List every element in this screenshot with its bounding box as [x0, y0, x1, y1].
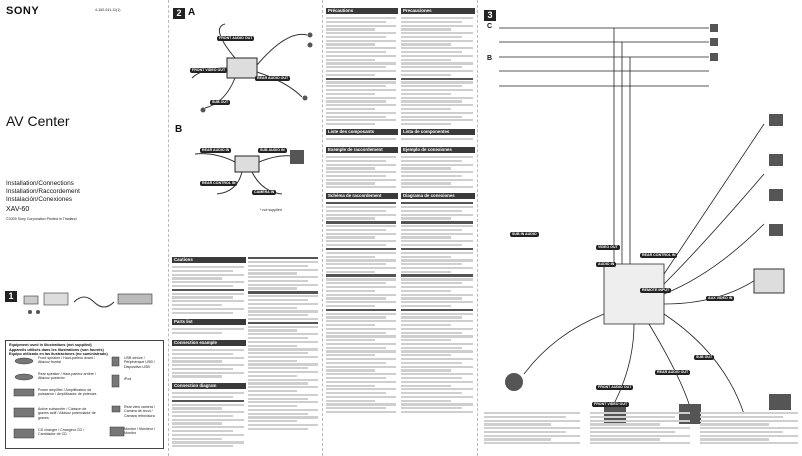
equipment-item: CD changer / Changeur CD / Cambiador de … — [38, 428, 85, 437]
fold-line — [322, 0, 323, 456]
label-front-video-out: FRONT VIDEO OUT — [190, 68, 228, 73]
connection-example-heading: Connection example — [172, 340, 246, 346]
section-2-number: 2 — [173, 8, 185, 19]
equipment-item: Front speaker / Haut-parleur avant / Alt… — [38, 356, 95, 365]
equipment-item: Active subwoofer / Caisson de graves act… — [38, 407, 96, 420]
label-rear-control-in: REAR CONTROL IN — [200, 181, 238, 186]
guide-title-es: Instalación/Conexiones — [6, 196, 73, 203]
connection-diagram-text — [172, 392, 244, 449]
equipment-item: Power amplifier / Amplificateur de puiss… — [38, 388, 97, 397]
guide-title-en: Installation/Connections — [6, 180, 74, 187]
precautions-heading-es: Precauciones — [401, 8, 475, 14]
precautions-text-es — [401, 17, 473, 127]
section-2b-letter: B — [175, 124, 183, 135]
section-2a-letter: A — [188, 7, 196, 18]
fold-line — [477, 0, 478, 456]
label-sub-out-3: SUB OUT — [694, 355, 715, 360]
brand-logo: SONY — [6, 5, 40, 17]
equipment-item: Rear speaker / Haut-parleur arrière / Al… — [38, 372, 96, 381]
cautions-text — [172, 266, 244, 315]
parts-list-text — [172, 328, 244, 336]
conn-diagram-text-es — [401, 202, 473, 415]
cautions-text-col2 — [248, 257, 318, 432]
label-front-audio-out-3: FRONT AUDIO OUT — [596, 385, 634, 390]
precautions-text-fr — [326, 17, 396, 127]
parts-list-heading-fr: Liste des composants — [326, 129, 398, 135]
equipment-item: Rear view camera / Caméra de recul / Cám… — [124, 405, 155, 418]
equipment-heading-en: Equipment used in illustrations (not sup… — [9, 343, 92, 347]
section-3-letter-b: B — [487, 55, 493, 62]
cautions-heading: Cautions — [172, 257, 246, 263]
label-front-video-out-3: FRONT VIDEO OUT — [592, 402, 630, 407]
wiring-diagram — [499, 24, 791, 424]
section-3-letter-c: C — [487, 23, 493, 30]
parts-list-heading-es: Lista de componentes — [401, 129, 475, 135]
conn-example-text-es — [401, 156, 473, 190]
parts-list-text-es — [401, 138, 473, 142]
connection-diagram-b — [194, 150, 304, 195]
product-title: AV Center — [6, 113, 70, 129]
label-sub-in-audio: SUB IN AUDIO — [510, 232, 539, 237]
conn-diagram-text-fr — [326, 202, 396, 415]
conn-example-heading-es: Ejemplo de conexiones — [401, 147, 475, 153]
label-remote-input: REMOTE INPUT — [640, 288, 672, 293]
equipment-icons — [13, 356, 125, 439]
equipment-heading-es: Equipo utilizado en las ilustraciones (n… — [9, 352, 108, 356]
conn-diagram-heading-fr: Schéma de raccordement — [326, 193, 398, 199]
figure-note: * not supplied — [260, 208, 282, 212]
conn-diagram-heading-es: Diagrama de conexiones — [401, 193, 475, 199]
supplied-parts-illustration — [23, 292, 153, 314]
precautions-heading-fr: Précautions — [326, 8, 398, 14]
connection-example-text — [172, 349, 244, 379]
document-code: 4-162-911-11(1) — [95, 8, 121, 12]
label-camera-in: CAMERA IN — [252, 190, 277, 195]
conn-example-text-fr — [326, 156, 396, 190]
connection-diagram-heading: Connection diagram — [172, 383, 246, 389]
guide-titles: Installation/Connections Installation/Ra… — [6, 180, 80, 204]
footnotes-left — [484, 412, 580, 446]
section-1-number: 1 — [5, 291, 17, 302]
label-rear-audio-in: REAR AUDIO IN — [200, 148, 232, 153]
equipment-item: USB device / Périphérique USB / Disposit… — [124, 356, 155, 369]
label-rear-audio-out: REAR AUDIO OUT — [255, 76, 291, 81]
equipment-item: Monitor / Moniteur / Monitor — [124, 427, 155, 436]
label-sub-out: SUB OUT — [210, 100, 231, 105]
fold-line — [168, 0, 169, 456]
label-video-out: VIDEO OUT — [596, 245, 620, 250]
label-rear-audio-out-3: REAR AUDIO OUT — [655, 370, 691, 375]
model-number: XAV-60 — [6, 206, 30, 213]
label-audio-in: AUDIO IN — [596, 262, 617, 267]
footnotes-mid — [590, 412, 690, 446]
parts-list-text-fr — [326, 138, 396, 142]
label-aux-video-in: AUX VIDEO IN — [706, 296, 735, 301]
equipment-item: iPod — [124, 377, 132, 381]
section-3-number: 3 — [484, 10, 496, 21]
conn-example-heading-fr: Exemple de raccordement — [326, 147, 398, 153]
footnotes-right — [700, 412, 798, 446]
label-sub-audio-in: SUB AUDIO IN — [258, 148, 287, 153]
equipment-heading-fr: Appareils utilisés dans les illustration… — [9, 347, 104, 352]
label-front-audio-out: FRONT AUDIO OUT — [217, 36, 255, 41]
guide-title-fr: Installation/Raccordement — [6, 188, 80, 195]
label-rear-control-in-3: REAR CONTROL IN — [640, 253, 678, 258]
parts-list-heading: Parts list — [172, 319, 246, 325]
copyright: ©2009 Sony Corporation Printed in Thaila… — [6, 217, 77, 221]
